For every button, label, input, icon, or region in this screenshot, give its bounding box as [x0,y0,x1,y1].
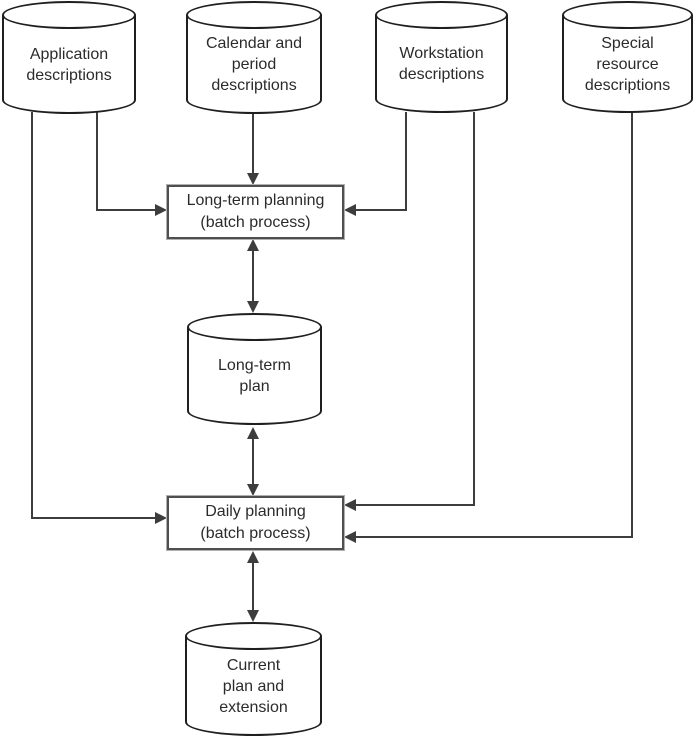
label-line: descriptions [584,76,671,94]
datastore-label: Long-term plan [187,313,322,425]
arrowhead-into-long-term-planning-right-icon [344,204,356,216]
edge-application-to-daily-planning-line [31,517,156,519]
label-line: Long-term [218,357,291,374]
label-line: descriptions [211,77,297,94]
label-line: Special [601,34,654,52]
label-line: Application [29,45,109,63]
edge-special-resource-to-daily-planning-line [631,112,633,538]
cylinder-body [562,15,693,99]
arrowhead-into-daily-planning-right-lower-icon [344,531,356,543]
arrowhead-into-long-term-planning-bottom-icon [247,239,259,251]
label-line: descriptions [26,66,112,84]
cylinder-body [187,327,322,411]
edge-workstation-to-daily-planning-line [473,112,475,506]
edge-application-to-daily-planning-line [31,112,33,519]
cylinder-body [2,15,136,100]
arrowhead-into-long-term-plan-top-icon [247,301,259,313]
label-line: Long-term planning [186,192,325,209]
cylinder-body [185,636,322,722]
datastore-application-descriptions: Application descriptions [2,1,136,114]
label-line: Current [226,656,281,674]
label-line: resource [596,55,659,73]
edge-workstation-to-long-term-planning-line [356,209,407,211]
arrowhead-into-daily-planning-left-icon [155,512,167,524]
datastore-workstation-descriptions: Workstation descriptions [375,1,508,113]
edge-long-term-plan-daily-planning-line [252,438,254,486]
label-line: plan and [222,677,285,695]
edge-long-term-planning-long-term-plan-line [252,250,254,302]
datastore-long-term-plan: Long-term plan [187,313,322,425]
edge-special-resource-to-daily-planning-line [356,536,633,538]
cylinder-top-ellipse [2,1,136,29]
cylinder-top-ellipse [562,1,693,29]
label-line: (batch process) [200,525,311,542]
arrowhead-into-daily-planning-right-upper-icon [344,499,356,511]
edge-workstation-to-daily-planning-line [356,504,475,506]
cylinder-body [375,15,508,99]
cylinder-body [186,15,322,100]
label-line: Workstation [399,45,484,62]
cylinder-top-ellipse [185,622,322,650]
edge-daily-planning-current-plan-line [252,562,254,612]
arrowhead-into-long-term-plan-bottom-icon [247,427,259,439]
process-daily-planning: Daily planning (batch process) [167,496,344,550]
arrowhead-into-long-term-planning-left-icon [155,204,167,216]
datastore-special-resource-descriptions: Special resource descriptions [562,1,693,113]
label-line: extension [219,698,288,716]
datastore-label: Workstation descriptions [375,1,508,113]
datastore-calendar-period-descriptions: Calendar and period descriptions [186,1,322,114]
edge-workstation-to-long-term-planning-line [405,112,407,211]
arrowhead-into-daily-planning-bottom-icon [247,551,259,563]
datastore-label: Calendar and period descriptions [186,1,322,114]
datastore-label: Current plan and extension [185,622,322,736]
label-line: Daily planning [205,503,306,520]
datastore-label: Application descriptions [2,1,136,114]
arrowhead-into-current-plan-top-icon [247,610,259,622]
cylinder-top-ellipse [186,1,322,29]
edge-application-to-long-term-planning-line [96,112,98,211]
cylinder-top-ellipse [187,313,322,341]
cylinder-top-ellipse [375,1,508,29]
label-line: (batch process) [200,214,311,231]
label-line: period [231,56,277,73]
label-line: plan [239,378,270,395]
arrowhead-into-long-term-planning-top-icon [247,173,259,185]
datastore-label: Special resource descriptions [562,1,693,113]
arrowhead-into-daily-planning-top-icon [247,484,259,496]
edge-calendar-to-long-term-planning-line [252,112,254,174]
process-long-term-planning: Long-term planning (batch process) [167,185,344,239]
label-line: descriptions [398,66,485,83]
datastore-current-plan-extension: Current plan and extension [185,622,322,736]
edge-application-to-long-term-planning-line [96,209,156,211]
label-line: Calendar and [205,35,303,52]
